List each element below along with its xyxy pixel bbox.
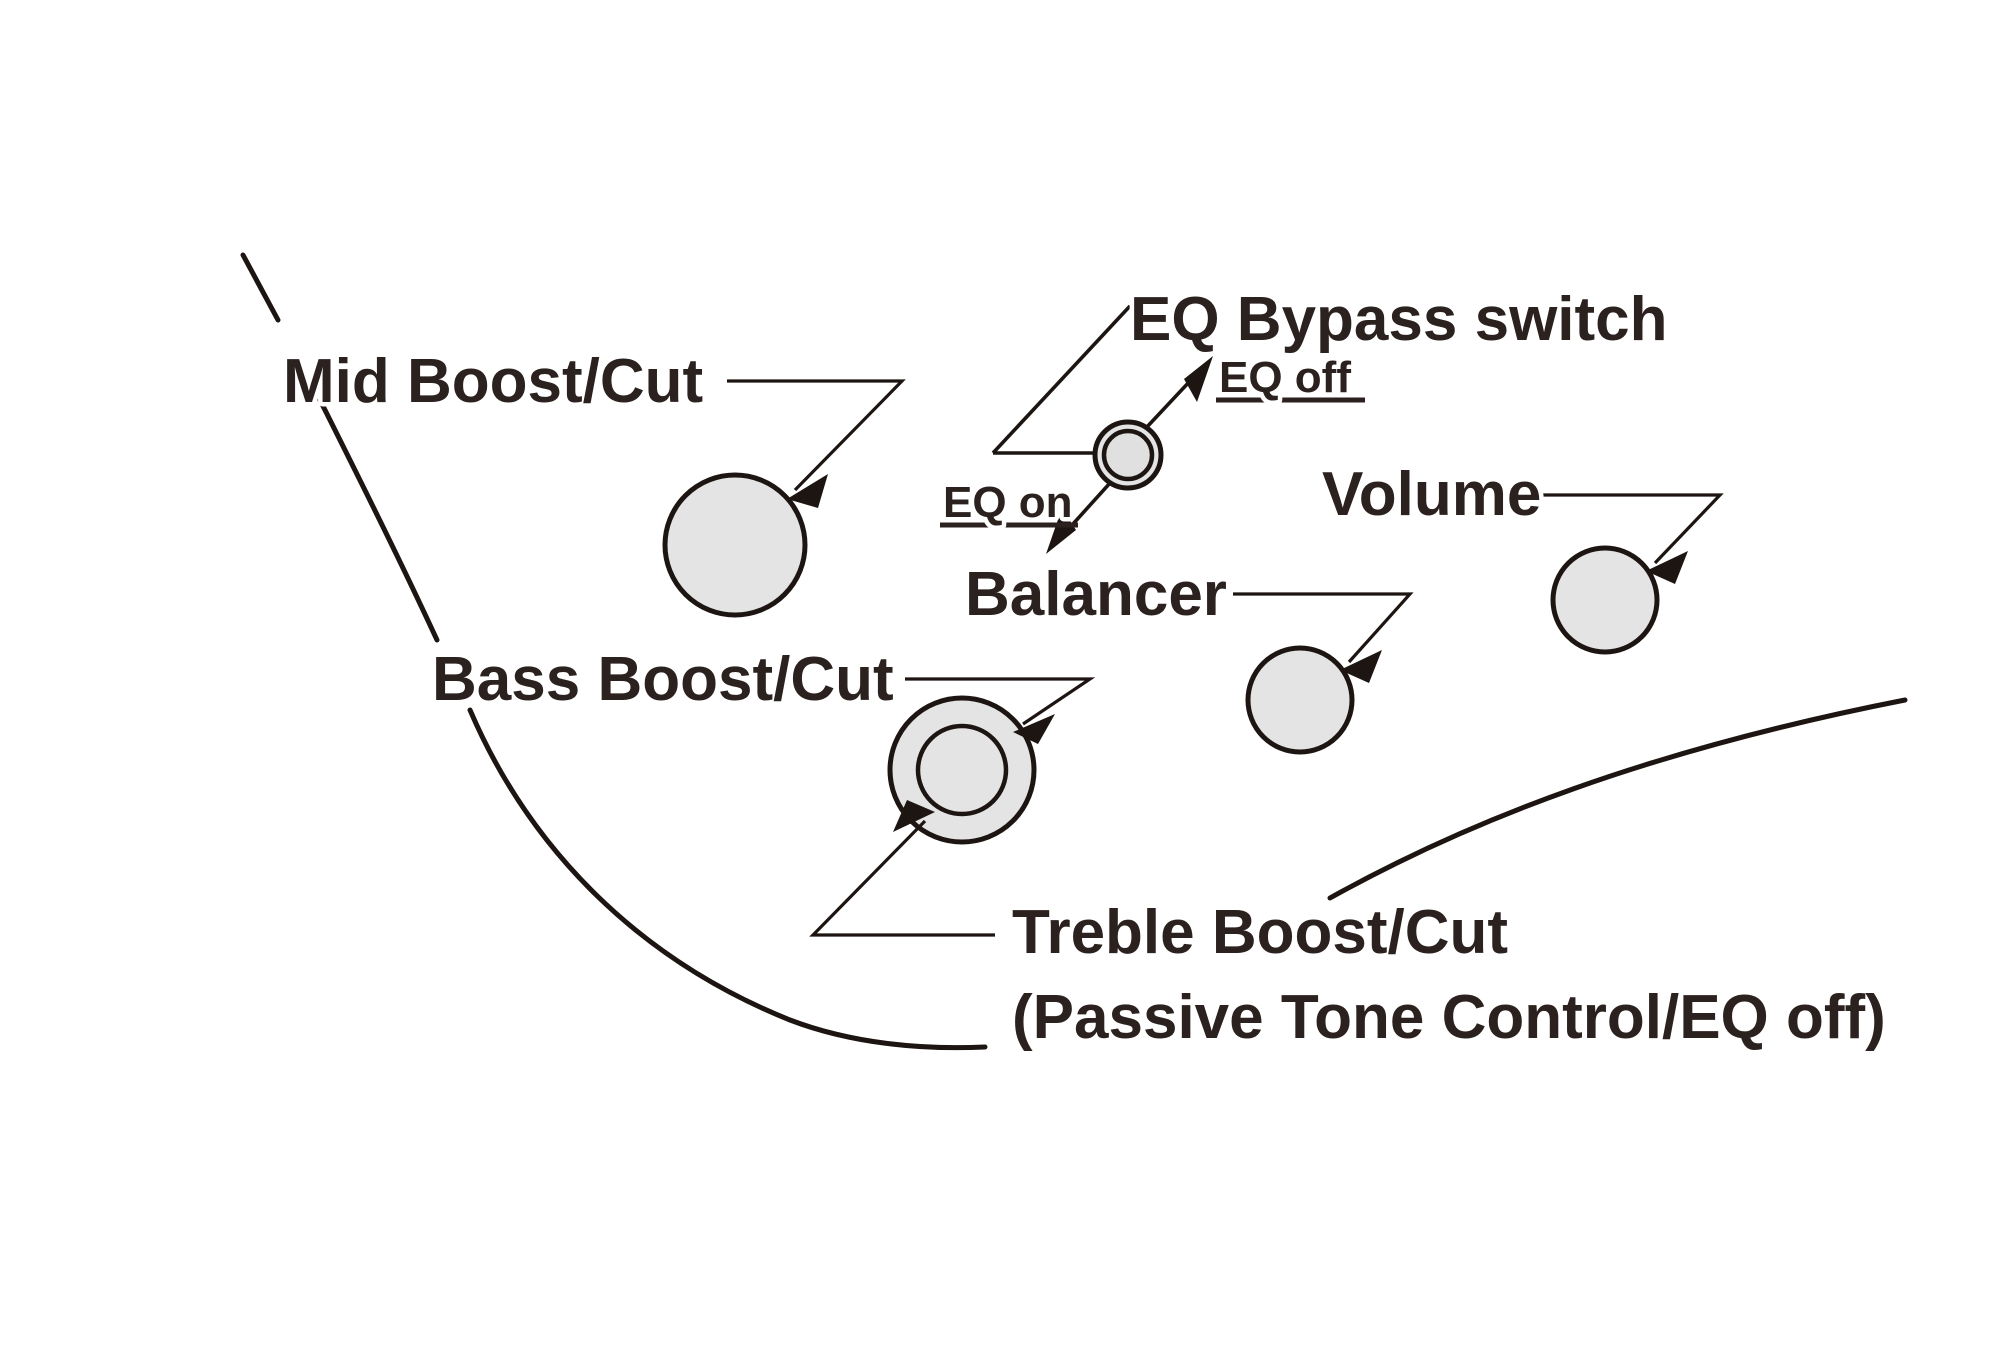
state-label-underlines [940, 397, 1365, 528]
arrowhead-treble-boost-cut [893, 800, 935, 832]
label-eq-on: EQ on [943, 478, 1073, 527]
body-outline-left-curve-lower [467, 707, 988, 1051]
leader-bass-boost-cut [905, 677, 1096, 726]
label-eq-bypass-switch: EQ Bypass switch [1130, 285, 1668, 354]
leader-eq-bypass-switch-diagonal [991, 304, 1132, 455]
leader-treble-boost-cut [809, 819, 995, 937]
volume-knob[interactable] [1550, 545, 1660, 655]
leader-volume [1543, 493, 1724, 565]
label-eq-off: EQ off [1219, 353, 1351, 402]
arrowhead-eq-off [1184, 356, 1213, 402]
balancer-knob[interactable] [1245, 645, 1355, 755]
leader-balancer [1233, 592, 1414, 664]
label-bass-boost-cut: Bass Boost/Cut [432, 645, 894, 714]
arrowhead-mid-boost-cut [787, 474, 828, 508]
controls-group [662, 419, 1660, 845]
body-outline-upper-left-stub [240, 252, 281, 323]
text-labels-group: Mid Boost/Cut Bass Boost/Cut EQ Bypass s… [279, 281, 1891, 1057]
treble-boost-cut-inner-knob[interactable] [915, 723, 1009, 817]
label-treble-subtitle: (Passive Tone Control/EQ off) [1012, 983, 1886, 1052]
label-mid-boost-cut: Mid Boost/Cut [283, 347, 703, 416]
arrowhead-eq-on [1046, 508, 1076, 554]
body-outline-right-curve [1327, 697, 1908, 901]
body-outline-group [240, 252, 1908, 1051]
bass-treble-stacked-knob[interactable] [887, 695, 1037, 845]
leader-lines-group [727, 304, 1724, 937]
eq-bypass-switch[interactable] [1092, 419, 1164, 491]
body-outline-left-curve [317, 397, 440, 643]
eq-bypass-switch-cap[interactable] [1101, 428, 1155, 482]
arrowhead-volume [1646, 551, 1688, 584]
arrowhead-balancer [1340, 650, 1382, 683]
leader-mid-boost-cut [727, 379, 906, 492]
label-balancer: Balancer [965, 560, 1227, 629]
arrowhead-bass-boost-cut [1013, 714, 1055, 744]
mid-boost-cut-knob[interactable] [662, 472, 808, 618]
label-volume: Volume [1322, 460, 1541, 529]
label-treble-boost-cut: Treble Boost/Cut [1012, 898, 1508, 967]
